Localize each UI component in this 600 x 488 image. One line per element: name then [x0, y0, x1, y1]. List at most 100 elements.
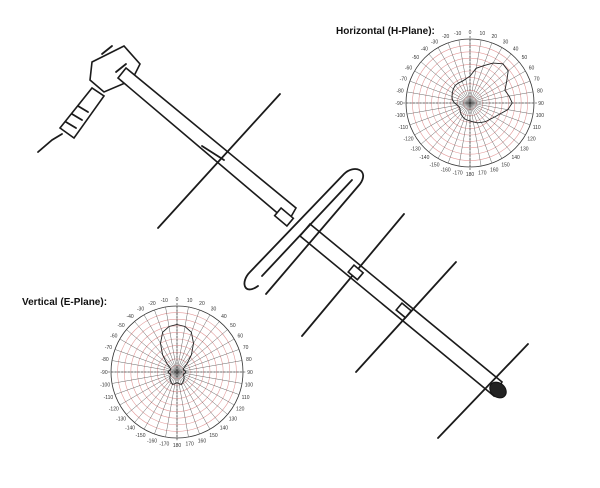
- horizontal-angle-label: 80: [537, 88, 543, 94]
- boom-end-cap: [489, 381, 507, 399]
- horizontal-angle-label: -70: [400, 77, 407, 83]
- vertical-grid-spoke: [176, 309, 200, 373]
- horizontal-grid-spoke: [409, 80, 471, 104]
- vertical-angle-label: 0: [176, 297, 179, 303]
- vertical-angle-label: 160: [198, 438, 207, 444]
- vertical-angle-label: -120: [109, 406, 119, 412]
- vertical-angle-label: -110: [104, 395, 114, 401]
- vertical-angle-label: -170: [159, 442, 169, 448]
- vertical-grid-spoke: [176, 371, 243, 384]
- horizontal-angle-label: -170: [453, 171, 463, 177]
- vertical-angle-label: 120: [236, 406, 245, 412]
- vertical-grid-spoke: [114, 371, 178, 395]
- vertical-plot-title: Vertical (E-Plane):: [22, 297, 107, 308]
- horizontal-grid-spoke: [458, 39, 471, 104]
- horizontal-angle-label: -40: [421, 46, 428, 52]
- vertical-grid-spoke: [176, 371, 235, 406]
- vertical-angle-label: 50: [230, 323, 236, 329]
- horizontal-angle-label: 10: [480, 31, 486, 37]
- horizontal-angle-label: -130: [411, 146, 421, 152]
- vertical-angle-label: -60: [110, 333, 117, 339]
- vertical-grid-spoke: [134, 321, 178, 373]
- vertical-grid-spoke: [111, 371, 178, 384]
- horizontal-grid-spoke: [447, 102, 471, 164]
- connector-ridge: [65, 105, 89, 129]
- vertical-angle-label: -30: [137, 307, 144, 313]
- reflector-element: [157, 93, 281, 229]
- horizontal-angle-label: 170: [478, 171, 487, 177]
- vertical-angle-label: -150: [135, 433, 145, 439]
- yagi-antenna: [37, 45, 529, 439]
- horizontal-angle-label: 70: [534, 77, 540, 83]
- horizontal-angle-label: -120: [404, 136, 414, 142]
- horizontal-grid-spoke: [469, 53, 512, 104]
- horizontal-grid-spoke: [447, 42, 471, 104]
- horizontal-grid-spoke: [428, 53, 471, 104]
- horizontal-angle-label: -20: [442, 34, 449, 40]
- horizontal-angle-label: -10: [454, 31, 461, 37]
- element-clamp: [347, 263, 365, 281]
- vertical-grid-spoke: [176, 360, 243, 373]
- horizontal-grid-spoke: [420, 61, 471, 104]
- horizontal-angle-label: -50: [412, 55, 419, 61]
- vertical-angle-label: 30: [211, 307, 217, 313]
- horizontal-angle-label: -30: [431, 39, 438, 45]
- vertical-grid-spoke: [114, 349, 178, 373]
- vertical-angle-label: -100: [100, 382, 110, 388]
- horizontal-angle-label: 40: [513, 46, 519, 52]
- horizontal-angle-label: -110: [398, 125, 408, 131]
- vertical-angle-label: -160: [147, 438, 157, 444]
- horizontal-grid-spoke: [469, 102, 534, 115]
- horizontal-angle-label: -60: [405, 65, 412, 71]
- horizontal-angle-label: -100: [395, 113, 405, 119]
- horizontal-angle-label: 180: [466, 172, 475, 178]
- antenna-connector: [58, 86, 106, 140]
- horizontal-grid-spoke: [469, 42, 493, 104]
- dipole-inner: [261, 179, 353, 277]
- antenna-boom-rear: [116, 66, 298, 224]
- horizontal-angle-label: -90: [395, 101, 402, 107]
- horizontal-angle-label: 30: [503, 39, 509, 45]
- vertical-angle-label: -130: [116, 417, 126, 423]
- vertical-grid-spoke: [111, 360, 178, 373]
- vertical-grid-spoke: [176, 349, 240, 373]
- horizontal-grid-spoke: [406, 91, 471, 104]
- horizontal-angle-label: 50: [522, 55, 528, 61]
- horizontal-grid-spoke: [469, 47, 503, 104]
- vertical-angle-label: 70: [243, 345, 249, 351]
- vertical-angle-label: -90: [100, 370, 107, 376]
- vertical-angle-label: 150: [209, 433, 218, 439]
- vertical-angle-label: -140: [125, 426, 135, 432]
- folded-dipole: [243, 168, 365, 295]
- horizontal-angle-label: -80: [396, 88, 403, 94]
- horizontal-plot-title: Horizontal (H-Plane):: [336, 26, 435, 37]
- horizontal-grid-spoke: [420, 102, 471, 145]
- vertical-grid-spoke: [176, 321, 220, 373]
- horizontal-angle-label: 160: [490, 168, 499, 174]
- element-clamp: [395, 301, 413, 319]
- director-element: [437, 343, 529, 439]
- horizontal-grid-spoke: [428, 102, 471, 153]
- vertical-grid-spoke: [176, 371, 240, 395]
- horizontal-grid-spoke: [469, 61, 520, 104]
- vertical-angle-label: 110: [242, 395, 250, 401]
- vertical-grid-spoke: [154, 371, 178, 435]
- horizontal-grid-spoke: [409, 102, 471, 126]
- vertical-grid-spoke: [154, 309, 178, 373]
- horizontal-angle-label: 120: [527, 136, 536, 142]
- bracket-bolt: [101, 45, 127, 73]
- horizontal-grid-spoke: [469, 102, 520, 145]
- reflector-clamp: [201, 145, 225, 161]
- horizontal-grid-spoke: [414, 70, 471, 104]
- vertical-grid-spoke: [119, 371, 178, 406]
- horizontal-grid-spoke: [437, 47, 471, 104]
- element-clamp: [273, 206, 295, 228]
- vertical-grid-spoke: [176, 371, 200, 435]
- horizontal-grid-spoke: [469, 70, 526, 104]
- horizontal-grid-spoke: [458, 102, 471, 167]
- horizontal-angle-label: 150: [501, 162, 510, 168]
- vertical-angle-label: 180: [173, 443, 182, 449]
- horizontal-grid-spoke: [469, 39, 482, 104]
